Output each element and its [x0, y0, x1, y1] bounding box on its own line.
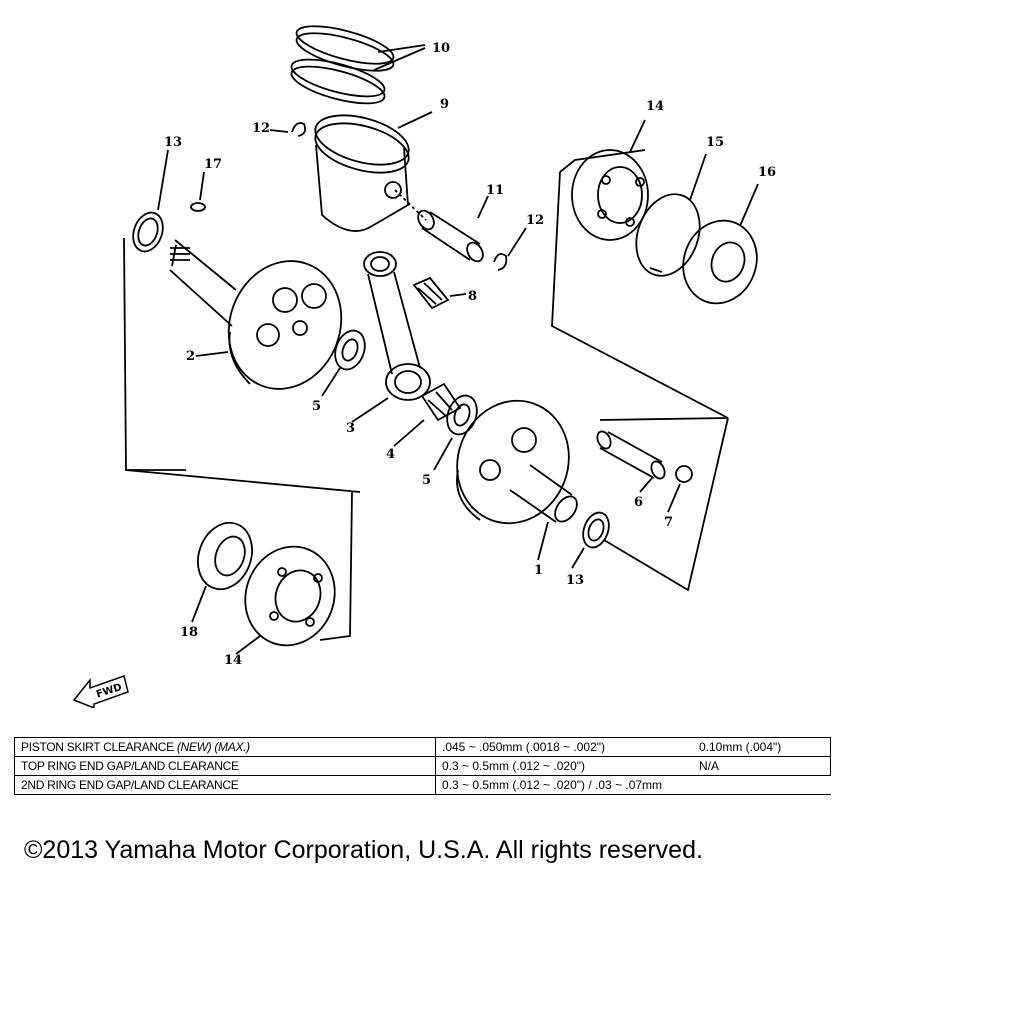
callout-3: 3 [346, 421, 355, 436]
table-row: 2ND RING END GAP/LAND CLEARANCE 0.3 ~ 0.… [14, 775, 831, 795]
callout-12-lower: 12 [526, 213, 544, 228]
crank-web-right [456, 399, 578, 561]
callout-13-right: 13 [566, 573, 584, 588]
circlip-lower [493, 227, 527, 271]
callout-7: 7 [664, 515, 673, 530]
callout-8: 8 [468, 289, 477, 304]
callout-10: 10 [432, 41, 450, 56]
spec-value: 0.3 ~ 0.5mm (.012 ~ .020") / .03 ~ .07mm [435, 775, 831, 795]
spec-value: .045 ~ .050mm (.0018 ~ .002") [435, 737, 693, 757]
callout-14-upper: 14 [646, 99, 664, 114]
piston [314, 111, 433, 232]
left-bearing-group [123, 237, 353, 655]
circlip-upper [269, 122, 307, 137]
callout-4: 4 [386, 447, 395, 462]
thrust-washer-left [321, 329, 366, 397]
spec-value: 0.3 ~ 0.5mm (.012 ~ .020") [435, 756, 693, 776]
callout-1: 1 [534, 563, 543, 578]
callout-9: 9 [440, 97, 449, 112]
callout-14-lower: 14 [224, 653, 242, 668]
woodruff-key [190, 171, 206, 212]
spec-label: PISTON SKIRT CLEARANCE (NEW) (MAX.) [14, 737, 436, 757]
spec-table: PISTON SKIRT CLEARANCE (NEW) (MAX.) .045… [14, 737, 831, 795]
piston-pin [394, 189, 489, 263]
table-row: PISTON SKIRT CLEARANCE (NEW) (MAX.) .045… [14, 737, 831, 757]
spec-label-qualifier: (NEW) (MAX.) [176, 740, 250, 754]
right-bearing-group [551, 119, 759, 419]
callout-15: 15 [706, 135, 724, 150]
spec-label: TOP RING END GAP/LAND CLEARANCE [14, 756, 436, 776]
crank-web-left [169, 239, 343, 390]
callout-12-upper: 12 [252, 121, 270, 136]
crankshaft-piston-exploded-diagram: 10 9 12 12 11 8 2 5 3 4 5 1 6 7 13 13 17… [123, 25, 776, 668]
callout-5-left: 5 [312, 399, 321, 414]
oil-seal-left [132, 149, 169, 253]
callout-18: 18 [180, 625, 198, 640]
forward-arrow-icon: FWD [72, 675, 129, 708]
connecting-rod [351, 251, 431, 423]
callout-16: 16 [758, 165, 776, 180]
copyright-notice: ©2013 Yamaha Motor Corporation, U.S.A. A… [24, 836, 703, 864]
oil-seal-right [571, 511, 610, 569]
callout-6: 6 [634, 495, 643, 510]
callout-11: 11 [486, 183, 504, 198]
spec-label: 2ND RING END GAP/LAND CLEARANCE [14, 775, 436, 795]
callout-13-left: 13 [164, 135, 182, 150]
callout-17: 17 [204, 157, 222, 172]
spec-extra: 0.10mm (.004") [693, 737, 831, 757]
table-row: TOP RING END GAP/LAND CLEARANCE 0.3 ~ 0.… [14, 756, 831, 776]
piston-rings [290, 25, 426, 105]
small-end-bearing [412, 276, 467, 310]
spec-extra: N/A [693, 756, 831, 776]
callout-2: 2 [186, 349, 195, 364]
crank-pin [596, 430, 693, 513]
callout-5-right: 5 [422, 473, 431, 488]
